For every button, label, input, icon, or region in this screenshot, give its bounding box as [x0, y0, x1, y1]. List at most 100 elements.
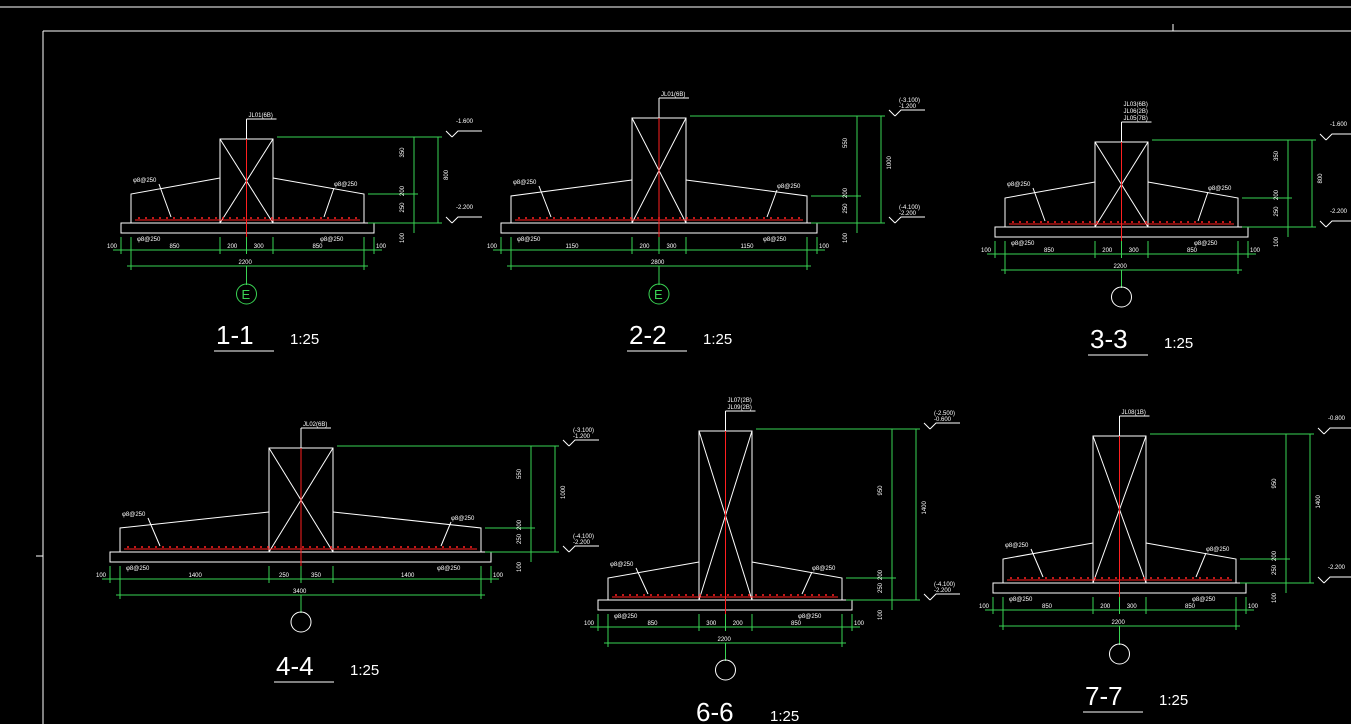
rebar-dot [201, 217, 203, 219]
elev-bot-label: -2.200 [456, 205, 474, 211]
rebar-dot [1033, 221, 1035, 223]
rebar-dot [616, 217, 618, 219]
section-title: 6-6 [696, 697, 734, 724]
grid-bubble [1111, 286, 1132, 308]
rebar-dot [1136, 577, 1138, 579]
rebar-dot [665, 217, 667, 219]
elev-bot-tick [923, 593, 931, 601]
rebar-dot [735, 217, 737, 219]
section-title: 4-4 [276, 651, 314, 681]
grid-bubble [1109, 643, 1130, 665]
rebar-dot [539, 217, 541, 219]
beam-label: JL02(6B) [303, 422, 327, 428]
rebar-dot [365, 546, 367, 548]
rebar-dot [194, 217, 196, 219]
vert-total: 1400 [1316, 494, 1322, 508]
rebar-left-label: φ8@250 [1007, 182, 1031, 188]
elev-bot-tick [888, 216, 896, 224]
rebar-dot [292, 217, 294, 219]
rebar-dot [714, 217, 716, 219]
rebar-dot [1094, 577, 1096, 579]
horiz-dim-5: 100 [854, 621, 865, 627]
rebar-left-label: φ8@250 [513, 180, 537, 186]
rebar-dot [211, 546, 213, 548]
horiz-dim-2: 200 [640, 244, 651, 250]
rebar-dot [260, 546, 262, 548]
rebar-dot [693, 217, 695, 219]
rebar-dot [414, 546, 416, 548]
rebar-dot [1201, 221, 1203, 223]
rebar-dot [1096, 221, 1098, 223]
base-thickness: 100 [878, 609, 884, 620]
vert-dim-2: 200 [843, 187, 849, 198]
horiz-dim-1: 1400 [189, 573, 203, 579]
rebar-dot [797, 594, 799, 596]
rebar-dot [393, 546, 395, 548]
section-title: 1-1 [216, 320, 254, 350]
rebar-dot [1012, 221, 1014, 223]
rebar-dot [1040, 221, 1042, 223]
rebar-dot [763, 217, 765, 219]
rebar-dot [762, 594, 764, 596]
rebar-dot [169, 546, 171, 548]
horiz-dim-4: 850 [313, 244, 324, 250]
rebar-dot [1138, 221, 1140, 223]
rebar-dot [749, 217, 751, 219]
horiz-dim-3: 300 [254, 244, 265, 250]
rebar-dot [1066, 577, 1068, 579]
rebar-dot [299, 217, 301, 219]
rebar-dot [1075, 221, 1077, 223]
rebar-dot [636, 594, 638, 596]
horiz-dim-4: 850 [1185, 604, 1196, 610]
rebar-dot [246, 546, 248, 548]
rebar-right-label: φ8@250 [777, 184, 801, 190]
bottom-left-label: φ8@250 [126, 566, 150, 572]
rebar-dot [442, 546, 444, 548]
rebar-dot [257, 217, 259, 219]
rebar-dot [769, 594, 771, 596]
elev-top-tick [923, 422, 931, 430]
vert-total: 1000 [887, 155, 893, 169]
rebar-dot [1059, 577, 1061, 579]
rebar-dot [337, 546, 339, 548]
rebar-dot [358, 546, 360, 548]
elev-top-tick [1319, 133, 1327, 141]
bottom-left-label: φ8@250 [614, 614, 638, 620]
rebar-dot [155, 546, 157, 548]
rebar-dot [1227, 577, 1229, 579]
horiz-dim-5: 100 [1248, 604, 1259, 610]
elev-bot-tick [1319, 220, 1327, 228]
rebar-dot [218, 546, 220, 548]
rebar-dot [1115, 577, 1117, 579]
vert-dim-2: 200 [400, 185, 406, 196]
rebar-dot [1180, 221, 1182, 223]
elev-top-mark [451, 130, 482, 138]
section-title: 2-2 [629, 320, 667, 350]
rebar-dot [1164, 577, 1166, 579]
vert-dim-3: 250 [1272, 564, 1278, 575]
rebar-dot [602, 217, 604, 219]
elev-top-label: -1.600 [456, 119, 474, 125]
elev-bot-label: (-4.100) [899, 205, 920, 211]
beam-label: JL01(6B) [661, 92, 685, 98]
elev-bot-mark [929, 593, 960, 601]
rebar-left-leader [1032, 187, 1046, 222]
elev-top-mark [568, 439, 599, 447]
rebar-dot [1206, 577, 1208, 579]
rebar-dot [1220, 577, 1222, 579]
rebar-dot [274, 546, 276, 548]
rebar-right-leader [1197, 191, 1209, 222]
rebar-dot [302, 546, 304, 548]
rebar-dot [1045, 577, 1047, 579]
drawing-frame [0, 6, 1351, 724]
base-thickness: 100 [517, 561, 523, 572]
rebar-dot [379, 546, 381, 548]
rebar-dot [204, 546, 206, 548]
rebar-dot [1152, 221, 1154, 223]
rebar-dot [811, 594, 813, 596]
